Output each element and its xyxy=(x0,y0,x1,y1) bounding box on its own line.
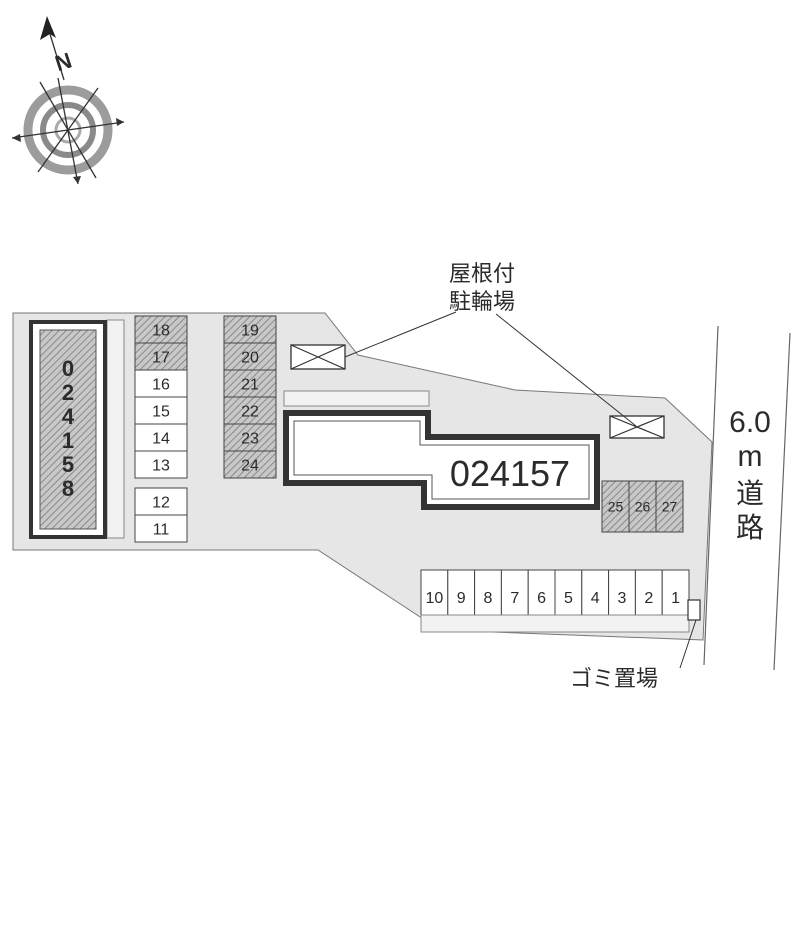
roof-parking-label-2: 駐輪場 xyxy=(449,290,515,315)
parking-space-11: 11 xyxy=(134,514,188,543)
parking-number: 11 xyxy=(153,521,170,538)
parking-number: 24 xyxy=(241,457,259,474)
parking-number: 27 xyxy=(662,499,678,515)
parking-space-21: 21 xyxy=(223,369,277,398)
parking-number: 1 xyxy=(671,590,680,607)
parking-number: 12 xyxy=(152,494,170,511)
garbage-label: ゴミ置場 xyxy=(570,667,658,692)
parking-space-20: 20 xyxy=(223,342,277,371)
building-024157-code: 024157 xyxy=(450,453,570,494)
parking-number: 13 xyxy=(152,457,170,474)
parking-space-22: 22 xyxy=(223,396,277,425)
parking-space-26: 26 xyxy=(628,480,657,533)
parking-column-1: 18 17 16 15 14 13 xyxy=(134,315,188,479)
parking-space-25: 25 xyxy=(601,480,630,533)
garbage-box xyxy=(687,599,701,621)
compass-rose-icon: N xyxy=(11,16,125,185)
parking-number: 2 xyxy=(644,590,653,607)
parking-number: 17 xyxy=(152,349,170,366)
parking-space-17: 17 xyxy=(134,342,188,371)
parking-number: 9 xyxy=(457,590,466,607)
road: 6.0 m 道 路 xyxy=(703,325,791,671)
bicycle-parking-x-icon xyxy=(290,344,346,370)
leader-line xyxy=(495,313,637,427)
road-width-label: 6.0 xyxy=(729,406,771,439)
parking-number: 22 xyxy=(241,403,259,420)
parking-number: 16 xyxy=(152,376,170,393)
parking-number: 10 xyxy=(426,590,444,607)
parking-space-15: 15 xyxy=(134,396,188,425)
parking-space-27: 27 xyxy=(655,480,684,533)
parking-number: 15 xyxy=(152,403,170,420)
leader-line xyxy=(344,311,457,358)
road-unit-label: m xyxy=(738,440,763,473)
bicycle-parking-x-icon xyxy=(609,415,665,439)
building-024157: 024157 xyxy=(283,390,600,510)
north-label: N xyxy=(52,48,75,77)
parking-column-2: 19 20 21 22 23 24 xyxy=(223,315,277,479)
road-name-2: 路 xyxy=(736,511,764,544)
parking-space-19: 19 xyxy=(223,315,277,344)
parking-space-12: 12 xyxy=(134,487,188,516)
parking-space-18: 18 xyxy=(134,315,188,344)
parking-column-1-lower: 12 11 xyxy=(134,487,188,543)
parking-right-row: 25 26 27 xyxy=(601,480,684,533)
parking-space-14: 14 xyxy=(134,423,188,452)
parking-space-13: 13 xyxy=(134,450,188,479)
parking-number: 4 xyxy=(591,590,600,607)
parking-number: 5 xyxy=(564,590,573,607)
parking-number: 14 xyxy=(152,430,170,447)
leader-line xyxy=(679,619,697,669)
parking-space-23: 23 xyxy=(223,423,277,452)
road-name-1: 道 xyxy=(736,477,764,510)
parking-number: 19 xyxy=(241,322,259,339)
garbage-area: ゴミ置場 xyxy=(570,599,701,692)
parking-number: 3 xyxy=(618,590,627,607)
parking-space-16: 16 xyxy=(134,369,188,398)
parking-number: 8 xyxy=(484,590,493,607)
parking-number: 18 xyxy=(152,322,170,339)
roof-parking-label-1: 屋根付 xyxy=(449,262,515,287)
parking-number: 21 xyxy=(241,376,259,393)
parking-space-24: 24 xyxy=(223,450,277,479)
parking-curb xyxy=(420,614,690,633)
parking-number: 6 xyxy=(537,590,546,607)
parking-number: 26 xyxy=(635,499,651,515)
parking-number: 25 xyxy=(608,499,624,515)
parking-number: 23 xyxy=(241,430,259,447)
parking-number: 20 xyxy=(241,349,259,366)
north-arrow-icon xyxy=(40,16,56,40)
parking-number: 7 xyxy=(510,590,519,607)
